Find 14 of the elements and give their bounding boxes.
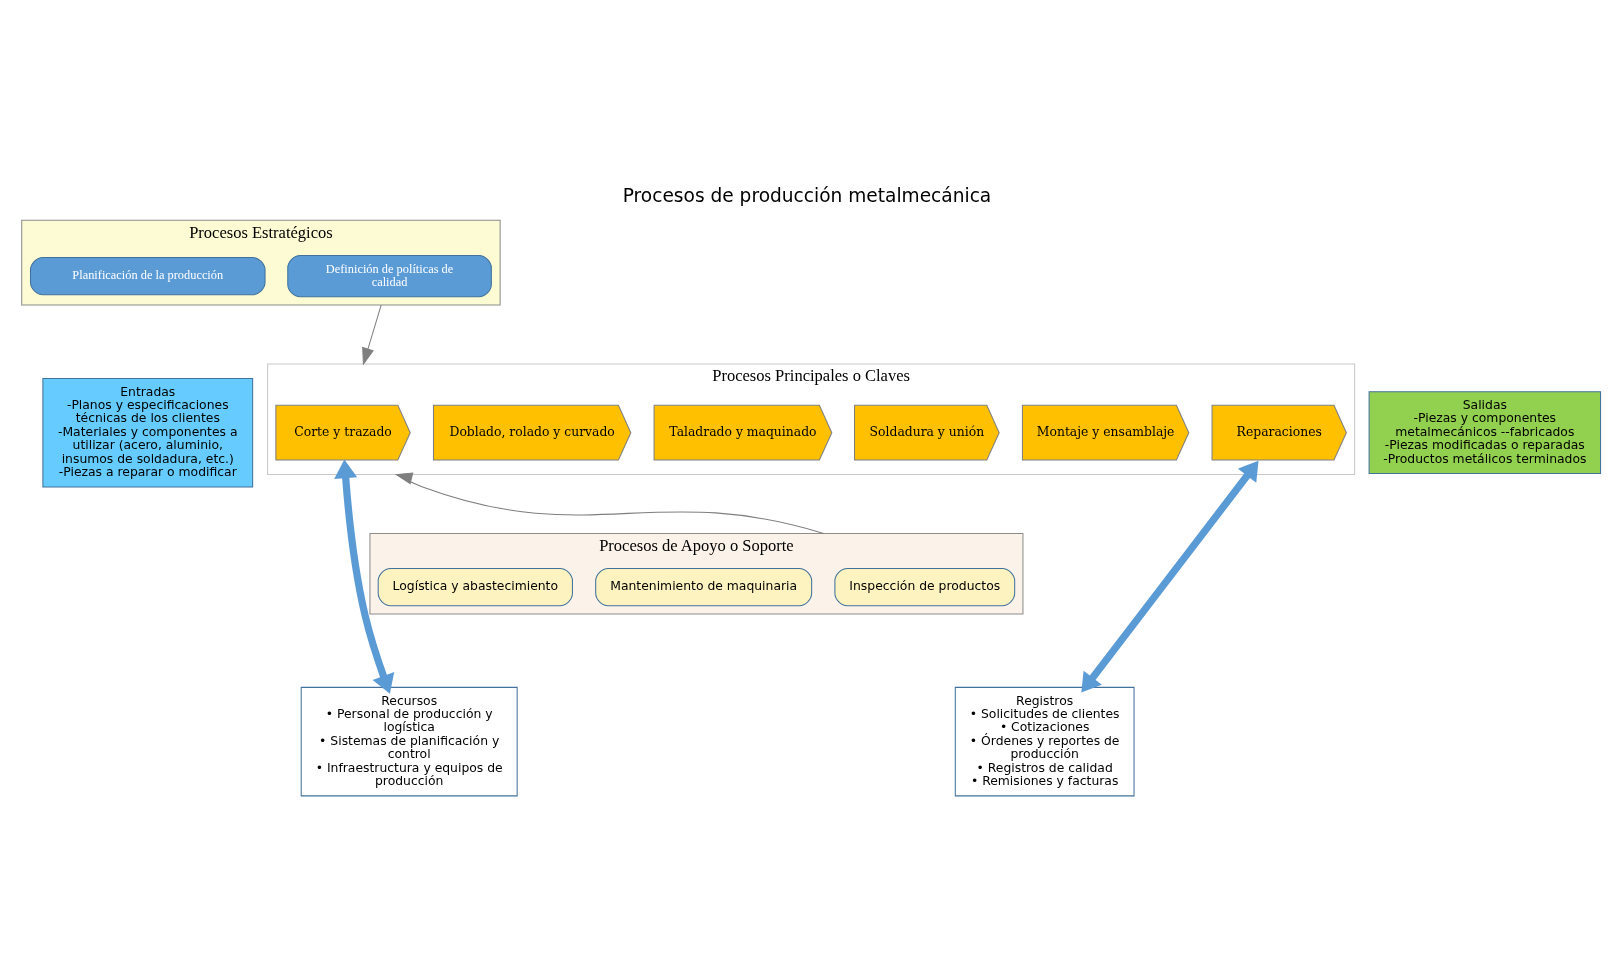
diagram-title: Procesos de producción metalmecánica xyxy=(622,185,991,207)
node-box: Definición de políticas de calidad xyxy=(286,254,492,298)
node-box: Entradas -Planos y especificaciones técnicas de los clientes -Materiales y componentes a utilizar (acero, aluminio, insumos de soldadura, etc.) -Piezas a reparar o modificar xyxy=(41,377,253,488)
node-box: Mantenimiento de maquinaria xyxy=(594,568,812,607)
node-box: Recursos • Personal de producción y logística • Sistemas de planificación y control • Infraestructura y equipos de producción xyxy=(300,686,518,797)
arrow xyxy=(394,472,824,534)
node-box: Planificación de la producción xyxy=(29,257,266,296)
arrow xyxy=(333,459,394,694)
arrow xyxy=(1080,460,1259,693)
node-box: Logística y abastecimiento xyxy=(377,568,573,607)
node-box: Registros • Solicitudes de clientes • Cotizaciones • Órdenes y reportes de producción • Registros de calidad • Remisiones y facturas xyxy=(954,686,1135,797)
node-box: Inspección de productos xyxy=(833,568,1015,607)
arrow xyxy=(361,304,382,366)
node-box: Salidas -Piezas y componentes metalmecánicos --fabricados -Piezas modificadas o reparadas -Productos metálicos terminados xyxy=(1368,391,1601,474)
